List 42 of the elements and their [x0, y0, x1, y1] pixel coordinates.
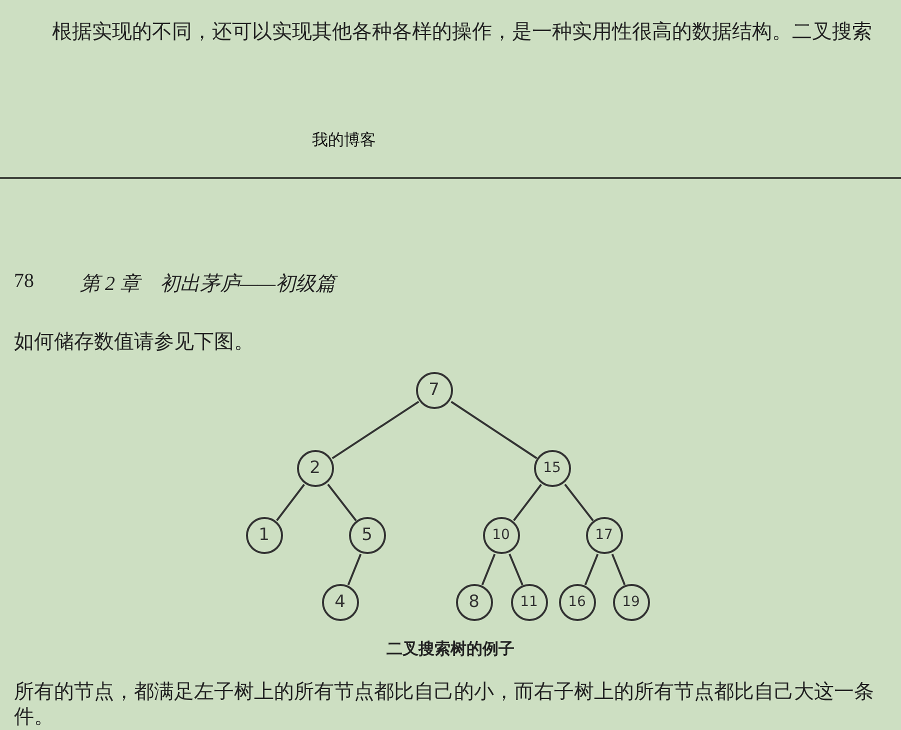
figure-caption: 二叉搜索树的例子	[386, 639, 516, 660]
page-number: 78	[14, 270, 34, 293]
node-value: 11	[520, 594, 538, 610]
node-value: 5	[362, 525, 372, 545]
chapter-heading: 第 2 章 初出茅庐——初级篇	[80, 272, 336, 297]
tree-edge	[450, 400, 538, 460]
tree-edge	[513, 484, 542, 522]
node-value: 10	[492, 527, 510, 543]
node-value: 2	[310, 458, 320, 478]
node-value: 7	[428, 380, 440, 400]
tree-node-circle	[482, 516, 520, 554]
node-value: 1	[258, 525, 270, 545]
tree-node-circle	[322, 584, 358, 620]
tree-node-circle	[296, 450, 334, 486]
node-value: 15	[543, 460, 561, 476]
tree-edge	[276, 484, 305, 522]
tree-node-circle	[416, 372, 452, 408]
tree-edge	[564, 484, 594, 522]
tree-edge	[611, 554, 626, 586]
tree-edge	[584, 554, 599, 586]
node-value: 4	[334, 592, 346, 612]
paragraph-text: 所有的节点，都满足左子树上的所有节点都比自己的小，而右子树上的所有节点都比自己大这一条件。	[14, 680, 875, 730]
tree-edge	[481, 554, 496, 586]
tree-node-circle	[456, 584, 492, 620]
node-value: 17	[595, 527, 613, 543]
paragraph-text: 根据实现的不同，还可以实现其他各种各样的操作，是一种实用性很高的数据结构。二叉搜索	[52, 20, 872, 45]
tree-edge	[508, 554, 524, 586]
tree-node-circle	[510, 584, 548, 620]
blog-header-text: 我的博客	[312, 130, 376, 151]
tree-node-circle	[348, 516, 386, 554]
node-value: 16	[568, 594, 586, 610]
tree-edge	[332, 400, 420, 460]
paragraph-text: 如何储存数值请参见下图。	[14, 330, 254, 355]
node-value: 19	[622, 594, 640, 610]
tree-node-circle	[246, 516, 282, 554]
tree-node-circle	[612, 584, 650, 620]
tree-edge	[327, 484, 357, 522]
tree-node-circle	[534, 450, 570, 486]
node-value: 8	[468, 592, 480, 612]
tree-edge	[347, 554, 362, 586]
tree-node-circle	[558, 584, 596, 620]
tree-node-circle	[586, 516, 622, 554]
